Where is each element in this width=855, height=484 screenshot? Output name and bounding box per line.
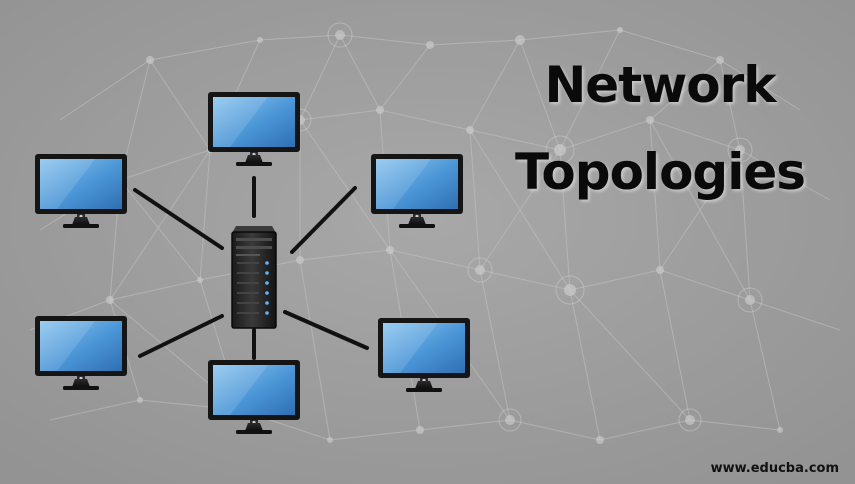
title-line-1: Network [544,56,776,114]
watermark-url: www.educba.com [710,461,839,476]
connection-line-bottom-left [138,314,224,358]
background-mesh-rings [288,22,763,432]
connection-line-top-right [290,186,357,254]
connection-lines [133,176,369,360]
connection-line-bottom-right [283,310,369,350]
title-line-2: Topologies [514,143,806,201]
connection-line-top-left [133,188,224,250]
server-icon [231,226,277,329]
